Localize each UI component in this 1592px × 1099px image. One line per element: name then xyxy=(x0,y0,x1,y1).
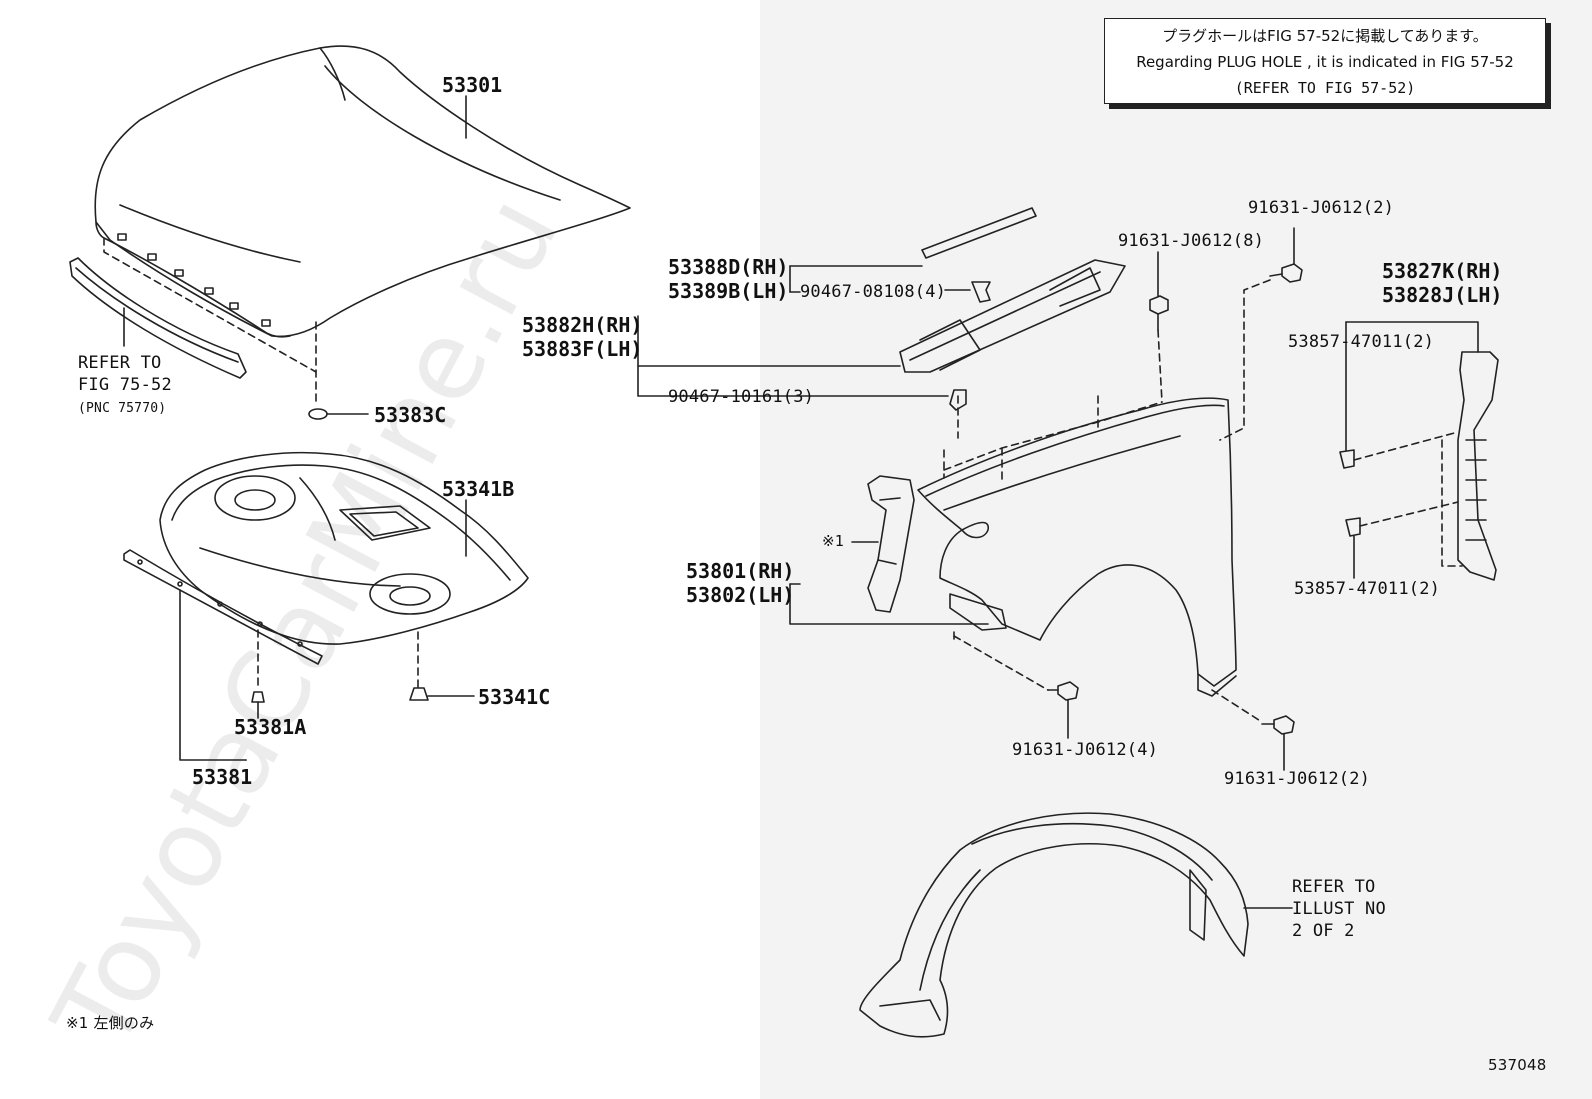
figure-number: 537048 xyxy=(1488,1056,1547,1074)
fender-mount-plate[interactable] xyxy=(949,593,1007,631)
part-label-clip-53857-lower[interactable]: 53857-47011(2) xyxy=(1294,579,1441,599)
hood-insulator[interactable] xyxy=(159,451,529,645)
part-label-53882h-rh[interactable]: 53882H(RH) xyxy=(522,313,643,337)
wheel-liner[interactable] xyxy=(859,812,1249,1038)
part-label-bolt-top-2[interactable]: 91631-J0612(2) xyxy=(1248,198,1395,218)
part-label-insulator[interactable]: 53341B xyxy=(442,477,515,501)
fender-bracket-upper[interactable] xyxy=(899,259,1126,373)
bolt-top-left-shape[interactable] xyxy=(1149,295,1169,331)
part-label-53828j-lh[interactable]: 53828J(LH) xyxy=(1382,283,1503,307)
part-label-53388d-rh[interactable]: 53388D(RH) xyxy=(668,255,789,279)
hood-panel[interactable] xyxy=(94,45,631,338)
hood-front-seal-strip[interactable] xyxy=(69,257,247,379)
bolt-bottom-left-shape[interactable] xyxy=(1047,681,1079,701)
note-line-english: Regarding PLUG HOLE , it is indicated in… xyxy=(1136,53,1514,71)
right-panel-background xyxy=(760,0,1592,1099)
part-label-clip-53857-upper[interactable]: 53857-47011(2) xyxy=(1288,332,1435,352)
part-label-bolt-top-8[interactable]: 91631-J0612(8) xyxy=(1118,231,1265,251)
front-fender[interactable] xyxy=(917,397,1237,697)
clip-53857-lower-shape[interactable] xyxy=(1345,517,1361,537)
bolt-top-right-shape[interactable] xyxy=(1269,263,1303,283)
part-label-53389b-lh[interactable]: 53389B(LH) xyxy=(668,279,789,303)
note-line-refer: (REFER TO FIG 57-52) xyxy=(1234,79,1416,97)
clip-53857-upper-shape[interactable] xyxy=(1339,449,1355,469)
fender-side-seal[interactable] xyxy=(1457,351,1499,581)
part-label-cushion[interactable]: 53383C xyxy=(374,403,447,427)
bolt-bottom-right-shape[interactable] xyxy=(1261,715,1295,735)
footnote: ※1 左側のみ xyxy=(66,1014,155,1032)
part-label-53827k-rh[interactable]: 53827K(RH) xyxy=(1382,259,1503,283)
refer-fig-75-line3: (PNC 75770) xyxy=(78,401,167,416)
refer-illust-line1: REFER TO xyxy=(1292,877,1376,897)
part-label-clip-90467-10161[interactable]: 90467-10161(3) xyxy=(668,387,815,407)
part-label-bolt-bottom-2[interactable]: 91631-J0612(2) xyxy=(1224,769,1371,789)
refer-illust-line2: ILLUST NO xyxy=(1292,899,1386,919)
clip-90467-08108-shape[interactable] xyxy=(971,281,991,303)
part-label-53883f-lh[interactable]: 53883F(LH) xyxy=(522,337,643,361)
note-line-japanese: プラグホールはFIG 57-52に掲載してあります。 xyxy=(1162,27,1488,45)
part-label-53802-lh[interactable]: 53802(LH) xyxy=(686,583,795,607)
clip-53381a-shape[interactable] xyxy=(251,691,265,703)
part-label-bolt-bottom-4[interactable]: 91631-J0612(4) xyxy=(1012,740,1159,760)
plug-hole-note-box: プラグホールはFIG 57-52に掲載してあります。 Regarding PLU… xyxy=(1104,18,1546,104)
part-label-53801-rh[interactable]: 53801(RH) xyxy=(686,559,795,583)
fender-bracket-lower[interactable] xyxy=(867,475,915,613)
part-label-clip-53381a[interactable]: 53381A xyxy=(234,715,307,739)
note-reference-mark: ※1 xyxy=(822,532,844,550)
refer-fig-75-line2: FIG 75-52 xyxy=(78,375,172,395)
part-label-seal[interactable]: 53381 xyxy=(192,765,253,789)
hood-rear-seal-strip[interactable] xyxy=(123,549,323,665)
refer-illust-line3: 2 OF 2 xyxy=(1292,921,1355,941)
clip-53341c-shape[interactable] xyxy=(409,687,429,701)
part-label-clip-53341c[interactable]: 53341C xyxy=(478,685,551,709)
refer-fig-75-line1: REFER TO xyxy=(78,353,162,373)
clip-90467-10161-shape[interactable] xyxy=(949,389,967,411)
part-label-hood[interactable]: 53301 xyxy=(442,73,503,97)
fender-weatherstrip[interactable] xyxy=(921,207,1037,259)
part-label-clip-90467-08108[interactable]: 90467-08108(4) xyxy=(800,282,947,302)
